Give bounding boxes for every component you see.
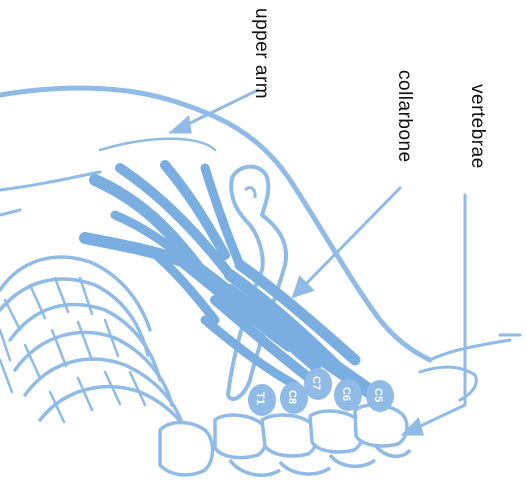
- vertebra-label-c5: C5: [372, 388, 384, 402]
- vertebra-label-c6: C6: [340, 387, 352, 401]
- label-upper-arm: upper arm: [250, 8, 272, 99]
- label-vertebrae: vertebrae: [466, 84, 488, 169]
- upper-arm-arrowhead: [172, 118, 190, 132]
- spine: [160, 405, 410, 475]
- label-collarbone: collarbone: [393, 70, 415, 163]
- rib-cage: [0, 257, 196, 450]
- vertebra-label-c7: C7: [310, 376, 322, 390]
- vertebra-label-c8: C8: [286, 390, 298, 404]
- vertebra-label-t1: T1: [254, 392, 266, 405]
- vertebra-labels: T1 C8 C7 C6 C5: [248, 368, 394, 416]
